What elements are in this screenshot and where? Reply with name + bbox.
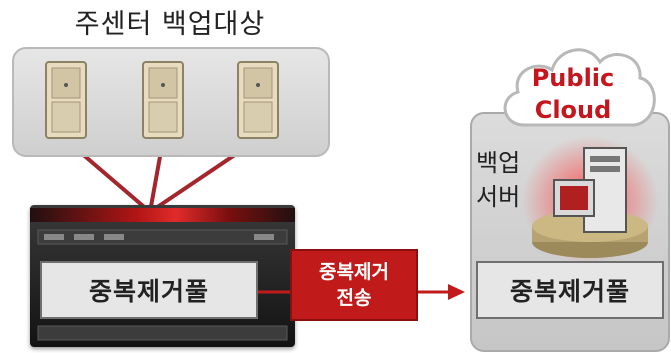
arrow-head-icon xyxy=(448,284,465,300)
appliance-red-band xyxy=(30,208,295,222)
cloud-label-line-2: Cloud xyxy=(534,96,612,124)
appliance-drive-bays xyxy=(37,229,288,341)
server-tower-icon xyxy=(142,61,184,139)
right-dedup-pool: 중복제거풀 xyxy=(476,261,664,319)
backup-server-label: 백업 서버 xyxy=(476,146,520,214)
dedup-transfer-label: 중복제거 전송 xyxy=(290,249,418,321)
transfer-line-2: 전송 xyxy=(336,287,372,309)
server-tower-icon xyxy=(45,61,87,139)
server-tower-icon xyxy=(237,61,279,139)
left-dedup-pool: 중복제거풀 xyxy=(40,261,258,319)
backup-label-line-1: 백업 xyxy=(476,149,521,177)
backup-label-line-2: 서버 xyxy=(476,183,521,211)
cloud-label: Public Cloud xyxy=(508,62,638,126)
transfer-line-1: 중복제거 xyxy=(319,261,389,283)
backup-server-icon xyxy=(522,136,658,264)
cloud-icon xyxy=(503,48,656,127)
diagram-title: 주센터 백업대상 xyxy=(74,9,266,40)
cloud-label-line-1: Public xyxy=(531,64,615,92)
